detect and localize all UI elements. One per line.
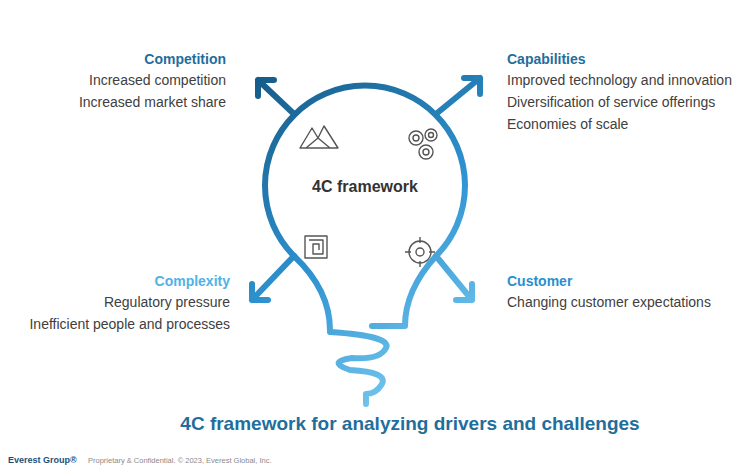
category-item: Economies of scale — [507, 116, 628, 133]
category-heading: Competition — [144, 51, 226, 68]
category-item: Increased market share — [79, 94, 226, 111]
footer-note: Proprietary & Confidential. © 2023, Ever… — [88, 456, 272, 465]
category-heading: Capabilities — [507, 51, 586, 68]
category-item: Diversification of service offerings — [507, 94, 715, 111]
category-item: Inefficient people and processes — [29, 316, 230, 333]
category-heading: Complexity — [155, 273, 230, 290]
center-label: 4C framework — [312, 178, 418, 196]
icons — [300, 126, 437, 267]
category-item: Changing customer expectations — [507, 294, 711, 311]
category-item: Improved technology and innovation — [507, 72, 732, 89]
logo-text: Everest Group® — [8, 455, 77, 466]
bulb-center: 4C framework — [290, 170, 440, 204]
category-item: Regulatory pressure — [104, 294, 230, 311]
category-item: Increased competition — [89, 72, 226, 89]
diagram-title: 4C framework for analyzing drivers and c… — [0, 413, 752, 436]
category-heading: Customer — [507, 273, 572, 290]
